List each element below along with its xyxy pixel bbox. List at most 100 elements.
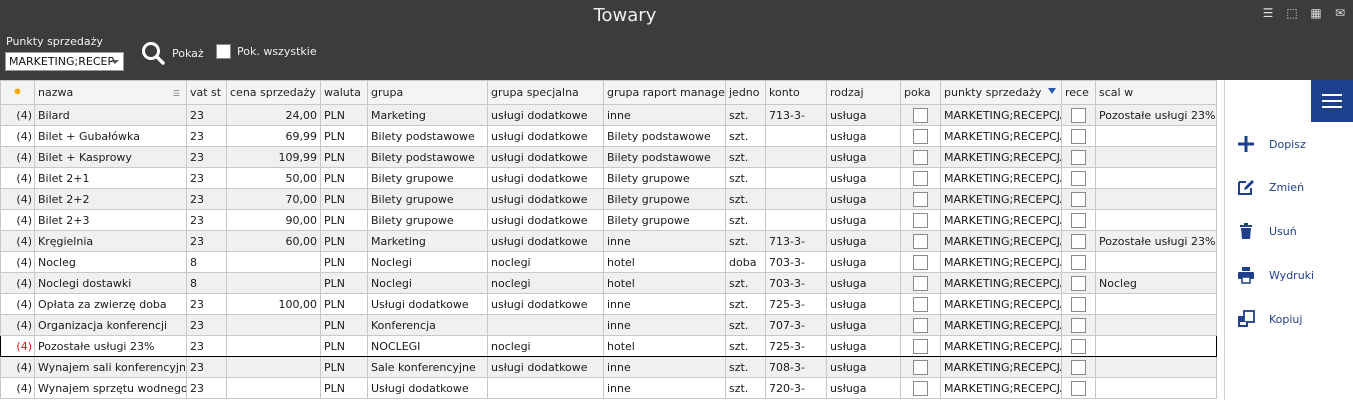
select-icon[interactable]: ⬚: [1286, 6, 1298, 20]
cell-index[interactable]: (4): [0, 167, 35, 189]
cell-scal[interactable]: [1095, 125, 1217, 147]
header-marker[interactable]: ✸: [0, 80, 35, 105]
points-select[interactable]: MARKETING;RECEP: [5, 52, 124, 71]
cell-grupa-raport[interactable]: inne: [603, 293, 726, 315]
header-konto[interactable]: konto: [765, 80, 827, 105]
cell-vat[interactable]: 23: [186, 293, 227, 315]
cell-punkty[interactable]: MARKETING;RECEPCJA: [940, 230, 1062, 252]
cell-waluta[interactable]: PLN: [320, 293, 368, 315]
cell-punkty[interactable]: MARKETING;RECEPCJA: [940, 377, 1062, 399]
cell-nazwa[interactable]: Bilet 2+1: [34, 167, 187, 189]
cell-grupa-specjalna[interactable]: usługi dodatkowe: [487, 104, 604, 126]
cell-index[interactable]: (4): [0, 251, 35, 273]
cell-jednostka[interactable]: szt.: [725, 188, 766, 210]
cell-konto[interactable]: 725-3-: [765, 293, 827, 315]
cell-grupa-specjalna[interactable]: usługi dodatkowe: [487, 167, 604, 189]
cell-waluta[interactable]: PLN: [320, 125, 368, 147]
cell-konto[interactable]: [765, 167, 827, 189]
cell-konto[interactable]: 703-3-: [765, 272, 827, 294]
row-checkbox[interactable]: [913, 296, 928, 312]
cell-punkty[interactable]: MARKETING;RECEPCJA: [940, 146, 1062, 168]
cell-scal[interactable]: [1095, 335, 1217, 357]
cell-scal[interactable]: Nocleg: [1095, 272, 1217, 294]
cell-scal[interactable]: [1095, 377, 1217, 399]
cell-punkty[interactable]: MARKETING;RECEPCJA: [940, 251, 1062, 273]
cell-grupa[interactable]: Usługi dodatkowe: [367, 377, 488, 399]
cell-grupa-raport[interactable]: Bilety podstawowe: [603, 146, 726, 168]
cell-cena[interactable]: 24,00: [226, 104, 321, 126]
cell-waluta[interactable]: PLN: [320, 314, 368, 336]
cell-grupa[interactable]: Bilety podstawowe: [367, 125, 488, 147]
cell-scal[interactable]: Pozostałe usługi 23%: [1095, 230, 1217, 252]
row-checkbox[interactable]: [1071, 233, 1086, 249]
list-view-icon[interactable]: ☰: [1262, 6, 1274, 20]
cell-rodzaj[interactable]: usługa: [826, 146, 901, 168]
cell-jednostka[interactable]: szt.: [725, 209, 766, 231]
cell-rodzaj[interactable]: usługa: [826, 272, 901, 294]
header-cena[interactable]: cena sprzedaży: [226, 80, 321, 105]
cell-nazwa[interactable]: Wynajem sprzętu wodnego: [34, 377, 187, 399]
header-pokaz[interactable]: poka: [900, 80, 941, 105]
cell-punkty[interactable]: MARKETING;RECEPCJA: [940, 104, 1062, 126]
cell-grupa-specjalna[interactable]: [487, 377, 604, 399]
row-checkbox[interactable]: [913, 380, 928, 396]
cell-punkty[interactable]: MARKETING;RECEPCJA: [940, 314, 1062, 336]
cell-grupa-raport[interactable]: Bilety grupowe: [603, 188, 726, 210]
cell-cena[interactable]: [226, 314, 321, 336]
cell-rodzaj[interactable]: usługa: [826, 377, 901, 399]
cell-jednostka[interactable]: szt.: [725, 356, 766, 378]
row-checkbox[interactable]: [913, 212, 928, 228]
row-checkbox[interactable]: [1071, 380, 1086, 396]
cell-grupa[interactable]: Marketing: [367, 230, 488, 252]
cell-rodzaj[interactable]: usługa: [826, 335, 901, 357]
row-checkbox[interactable]: [1071, 359, 1086, 375]
header-scal[interactable]: scal w: [1095, 80, 1217, 105]
cell-grupa[interactable]: Bilety grupowe: [367, 167, 488, 189]
cell-nazwa[interactable]: Bilet + Kasprowy: [34, 146, 187, 168]
row-checkbox[interactable]: [913, 317, 928, 333]
row-checkbox[interactable]: [1071, 212, 1086, 228]
cell-waluta[interactable]: PLN: [320, 230, 368, 252]
header-grupa[interactable]: grupa: [367, 80, 488, 105]
cell-jednostka[interactable]: szt.: [725, 272, 766, 294]
show-all-checkbox[interactable]: [216, 44, 231, 59]
cell-vat[interactable]: 23: [186, 167, 227, 189]
cell-grupa-raport[interactable]: hotel: [603, 335, 726, 357]
cell-index[interactable]: (4): [0, 377, 35, 399]
cell-grupa-raport[interactable]: inne: [603, 377, 726, 399]
cell-jednostka[interactable]: szt.: [725, 146, 766, 168]
cell-index[interactable]: (4): [0, 356, 35, 378]
cell-grupa[interactable]: Sale konferencyjne: [367, 356, 488, 378]
cell-index[interactable]: (4): [0, 146, 35, 168]
cell-index[interactable]: (4): [0, 104, 35, 126]
cell-jednostka[interactable]: szt.: [725, 314, 766, 336]
cell-grupa[interactable]: Bilety grupowe: [367, 188, 488, 210]
cell-rodzaj[interactable]: usługa: [826, 230, 901, 252]
cell-index[interactable]: (4): [0, 272, 35, 294]
row-checkbox[interactable]: [1071, 317, 1086, 333]
chat-icon[interactable]: ✉: [1334, 6, 1346, 20]
row-checkbox[interactable]: [913, 359, 928, 375]
cell-nazwa[interactable]: Nocleg: [34, 251, 187, 273]
cell-punkty[interactable]: MARKETING;RECEPCJA: [940, 167, 1062, 189]
cell-nazwa[interactable]: Bilet 2+3: [34, 209, 187, 231]
row-checkbox[interactable]: [913, 191, 928, 207]
cell-jednostka[interactable]: szt.: [725, 377, 766, 399]
cell-punkty[interactable]: MARKETING;RECEPCJA: [940, 272, 1062, 294]
header-rodzaj[interactable]: rodzaj: [826, 80, 901, 105]
cell-waluta[interactable]: PLN: [320, 377, 368, 399]
cell-grupa[interactable]: Noclegi: [367, 272, 488, 294]
cell-scal[interactable]: Pozostałe usługi 23%: [1095, 104, 1217, 126]
copy-button[interactable]: Kopiuj: [1237, 310, 1302, 328]
cell-cena[interactable]: 100,00: [226, 293, 321, 315]
cell-index[interactable]: (4): [0, 209, 35, 231]
header-recepcja[interactable]: rece: [1061, 80, 1096, 105]
